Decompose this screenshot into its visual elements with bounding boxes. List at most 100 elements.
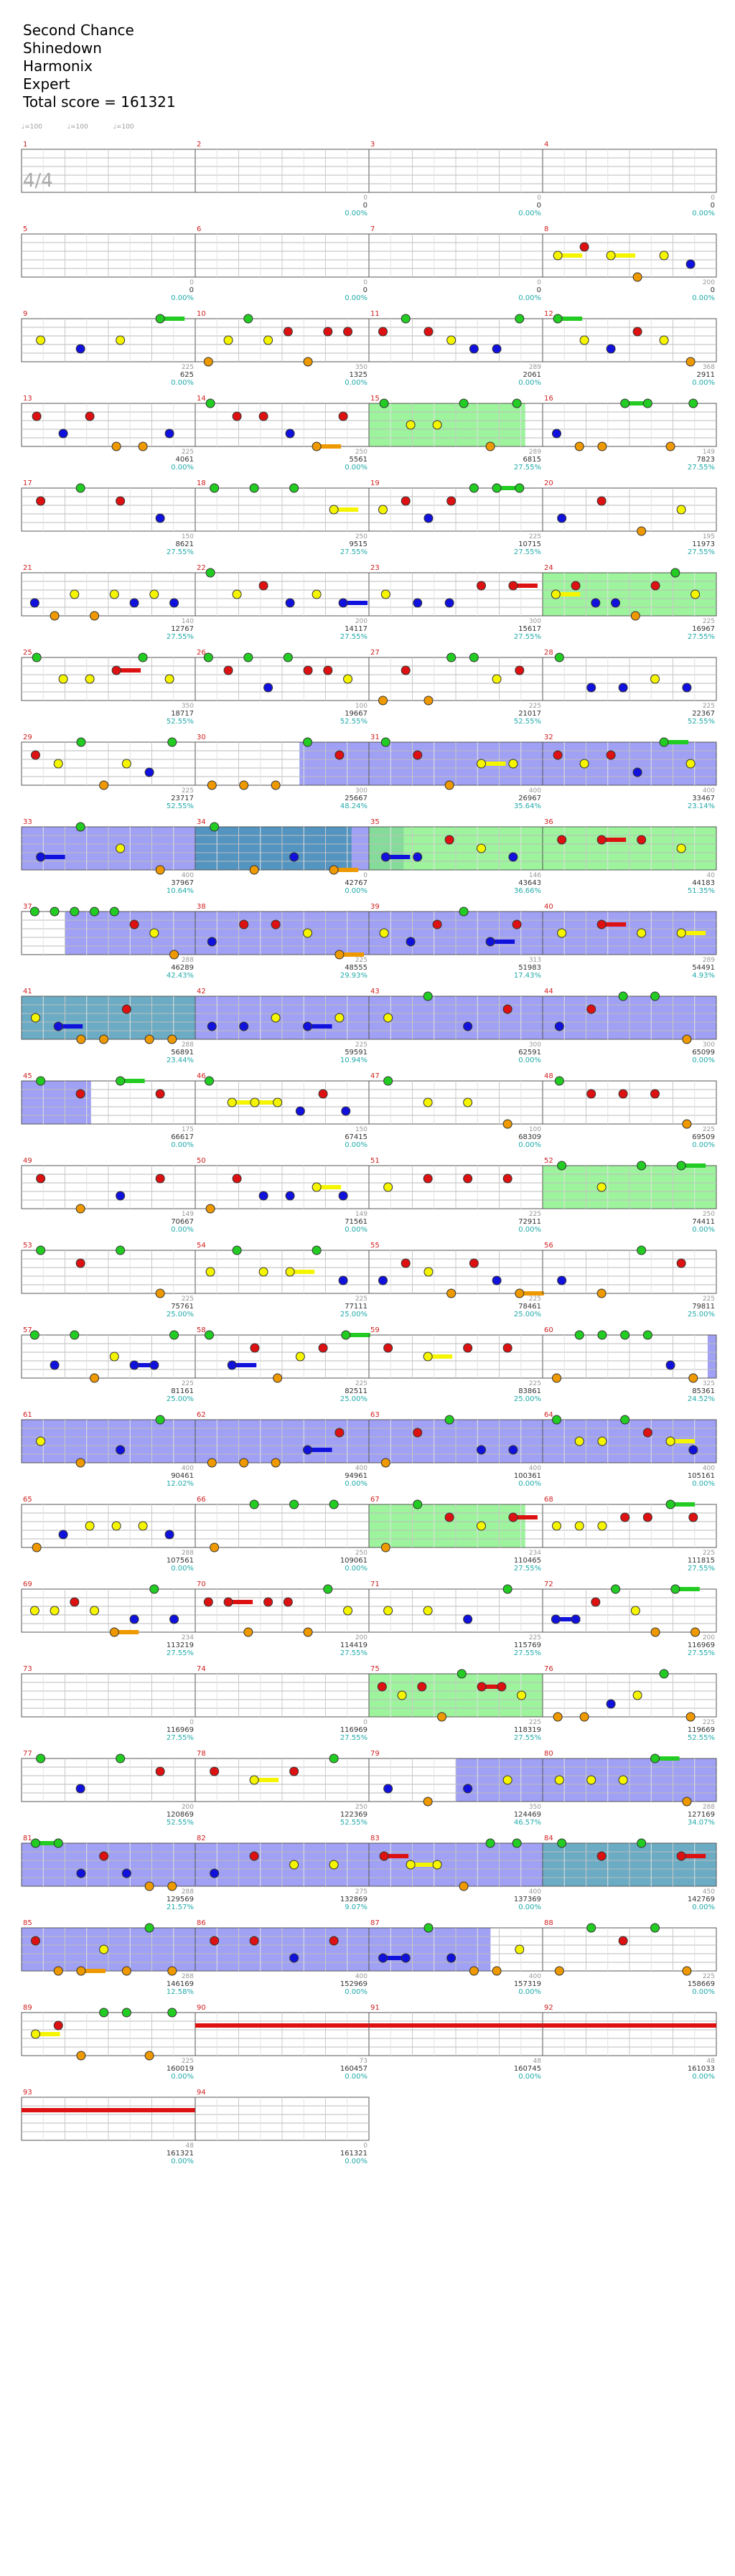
measure-multiplier-percent: 0.00%	[171, 379, 194, 387]
note-gem	[477, 581, 487, 591]
measure-score: 74411	[692, 1218, 715, 1226]
note-gem	[155, 1174, 165, 1184]
note-gem	[271, 919, 281, 929]
note-gem	[32, 652, 42, 662]
measure-score: 79811	[692, 1303, 715, 1311]
note-gem	[109, 589, 119, 599]
measure-number: 25	[23, 649, 32, 657]
measure-multiplier-percent: 27.55%	[514, 633, 541, 641]
measure-score: 43643	[518, 879, 541, 887]
measure-number: 82	[197, 1835, 206, 1842]
note-gem	[515, 665, 525, 675]
note-gem	[459, 907, 469, 917]
note-gem	[99, 780, 109, 790]
note-gem	[205, 568, 215, 578]
note-gem	[341, 1330, 351, 1340]
measure-multiplier-percent: 25.00%	[688, 1311, 715, 1319]
sustain-note	[543, 2023, 716, 2028]
measure-note-value: 250	[355, 449, 368, 456]
overdrive-section	[299, 742, 369, 785]
note-gem	[632, 327, 642, 337]
measure-score: 46289	[171, 964, 194, 972]
measure-score: 48555	[345, 964, 368, 972]
measure-score: 81161	[171, 1387, 194, 1395]
note-gem	[109, 907, 119, 917]
note-gem	[323, 1584, 333, 1594]
note-gem	[334, 1013, 345, 1023]
measure-score: 146169	[167, 1980, 194, 1988]
measure-score: 127169	[688, 1811, 715, 1819]
note-gem	[463, 1784, 473, 1794]
measure-number: 85	[23, 1919, 32, 1927]
measure-multiplier-percent: 0.00%	[171, 2073, 194, 2081]
measure-multiplier-percent: 27.55%	[688, 633, 715, 641]
note-gem	[50, 1360, 60, 1370]
note-gem	[232, 1174, 242, 1184]
note-gem	[502, 1343, 512, 1353]
note-gem	[271, 1013, 281, 1023]
measure-multiplier-percent: 0.00%	[345, 294, 368, 302]
measure-note-value: 288	[182, 1550, 194, 1557]
note-gem	[469, 1258, 479, 1268]
note-gem	[432, 420, 442, 430]
measure-number: 31	[370, 734, 380, 741]
sustain-note	[664, 740, 689, 744]
note-gem	[606, 1699, 616, 1709]
measure-score: 26967	[518, 795, 541, 802]
measure-note-value: 150	[355, 1126, 368, 1133]
note-gem	[99, 1851, 109, 1861]
note-gem	[574, 1330, 584, 1340]
sustain-note	[80, 1969, 106, 1973]
sustain-note	[482, 1685, 507, 1689]
note-gem	[502, 1174, 512, 1184]
note-gem	[685, 259, 696, 269]
measure-score: 69509	[692, 1133, 715, 1141]
measure-number: 41	[23, 988, 32, 996]
measure-multiplier-percent: 0.00%	[692, 210, 715, 217]
note-gem	[492, 674, 502, 684]
measure-multiplier-percent: 10.64%	[167, 887, 194, 895]
measure-multiplier-percent: 0.00%	[345, 1141, 368, 1149]
note-gem	[149, 928, 159, 938]
note-gem	[492, 1966, 502, 1976]
measure-number: 38	[197, 903, 206, 911]
measure-number: 83	[370, 1835, 380, 1842]
measure-note-value: 225	[703, 618, 715, 625]
note-gem	[210, 1542, 220, 1552]
measure-number: 80	[544, 1750, 553, 1758]
note-gem	[329, 505, 339, 515]
measure-note-value: 289	[703, 957, 715, 964]
measure-multiplier-percent: 12.02%	[167, 1480, 194, 1488]
sustain-note	[334, 507, 359, 512]
note-gem	[665, 1436, 675, 1446]
measure-multiplier-percent: 0.00%	[692, 1903, 715, 1911]
measure-multiplier-percent: 4.93%	[692, 972, 715, 980]
measure-score: 2911	[697, 371, 715, 379]
note-gem	[670, 568, 680, 578]
measure-multiplier-percent: 0.00%	[345, 1988, 368, 1996]
note-gem	[676, 928, 686, 938]
note-gem	[383, 1013, 393, 1023]
measure-multiplier-percent: 10.94%	[340, 1057, 368, 1064]
measure-score: 75761	[171, 1303, 194, 1311]
note-gem	[303, 357, 313, 367]
measure-number: 79	[370, 1750, 380, 1758]
note-gem	[32, 1542, 42, 1552]
note-gem	[223, 335, 233, 345]
measure-multiplier-percent: 25.00%	[514, 1311, 541, 1319]
note-gem	[379, 1851, 389, 1861]
measure-multiplier-percent: 27.55%	[340, 1734, 368, 1742]
measure-number: 15	[370, 395, 380, 403]
note-gem	[632, 767, 642, 777]
note-gem	[249, 1499, 259, 1509]
note-gem	[36, 1174, 46, 1184]
measure-multiplier-percent: 0.00%	[692, 1480, 715, 1488]
note-gem	[620, 398, 630, 408]
note-gem	[378, 1275, 388, 1285]
note-gem	[690, 1627, 701, 1637]
note-gem	[579, 335, 589, 345]
measure-number: 22	[197, 564, 206, 572]
sustain-note	[558, 253, 583, 258]
note-gem	[446, 335, 457, 345]
measure-score: 62591	[518, 1049, 541, 1057]
